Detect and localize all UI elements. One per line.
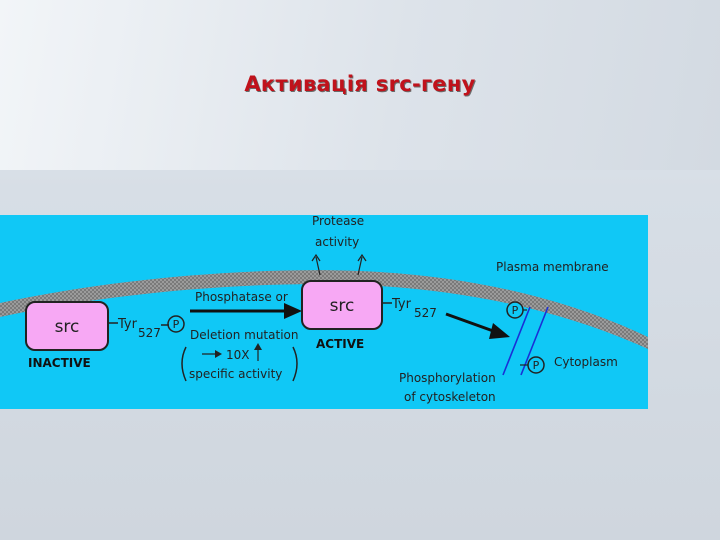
- protease-arrow-right: [357, 256, 363, 276]
- note-up-arrowhead: [254, 343, 262, 350]
- cytoplasm-phosphate-circle: [527, 356, 545, 374]
- note-fold-label: 10X: [226, 348, 250, 362]
- inactive-phosphate-label: P: [173, 318, 180, 331]
- phosphorylation-label-line1: Phosphorylation: [399, 371, 496, 385]
- protease-label-line1: Protease: [312, 215, 364, 228]
- phosphorylation-arrow: [445, 312, 497, 334]
- membrane-phosphate-circle: [506, 301, 524, 319]
- cytoskeleton-line-2: [520, 306, 549, 376]
- inactive-tyr-label: Tyr: [117, 317, 138, 332]
- reaction-bottom-label: Deletion mutation: [190, 328, 298, 342]
- plasma-membrane-band: [0, 270, 648, 349]
- slide-background: [0, 0, 720, 170]
- cytoplasm-phosphate-label: P: [533, 359, 540, 372]
- active-src-box: [301, 280, 383, 330]
- protease-arrowhead-left: [311, 253, 321, 262]
- inactive-src-box: [25, 301, 109, 351]
- cytoplasm-label: Cytoplasm: [554, 355, 618, 369]
- note-left-paren: [181, 346, 187, 382]
- plasma-membrane-label: Plasma membrane: [496, 260, 609, 274]
- phosphorylation-label-line2: of cytoskeleton: [404, 390, 496, 404]
- active-src-label: src: [330, 296, 355, 316]
- src-activation-diagram: src INACTIVE Tyr 527 P Phosphatase or De…: [0, 215, 648, 409]
- inactive-phosphate-circle: [167, 315, 185, 333]
- active-tyr-label: Tyr: [391, 297, 412, 312]
- reaction-arrowhead: [284, 303, 302, 319]
- diagram-canvas: src INACTIVE Tyr 527 P Phosphatase or De…: [0, 215, 648, 404]
- membrane-phosphate-label: P: [512, 304, 519, 317]
- cytoskeleton-line-1: [502, 306, 531, 376]
- protease-label-line2: activity: [315, 235, 359, 249]
- active-tyr-number: 527: [414, 306, 437, 320]
- reaction-top-label: Phosphatase or: [195, 290, 288, 304]
- slide-title: Активація src-гену: [244, 72, 476, 96]
- active-state-label: ACTIVE: [316, 337, 364, 351]
- inactive-state-label: INACTIVE: [28, 356, 91, 370]
- inactive-tyr-number: 527: [138, 326, 161, 340]
- protease-arrow-left: [315, 256, 321, 276]
- note-specific-label: specific activity: [189, 367, 282, 381]
- note-arrowhead: [215, 350, 222, 358]
- inactive-src-label: src: [55, 317, 80, 337]
- note-right-paren: [292, 346, 298, 382]
- protease-arrowhead-right: [357, 253, 367, 262]
- phosphorylation-arrowhead: [489, 323, 510, 339]
